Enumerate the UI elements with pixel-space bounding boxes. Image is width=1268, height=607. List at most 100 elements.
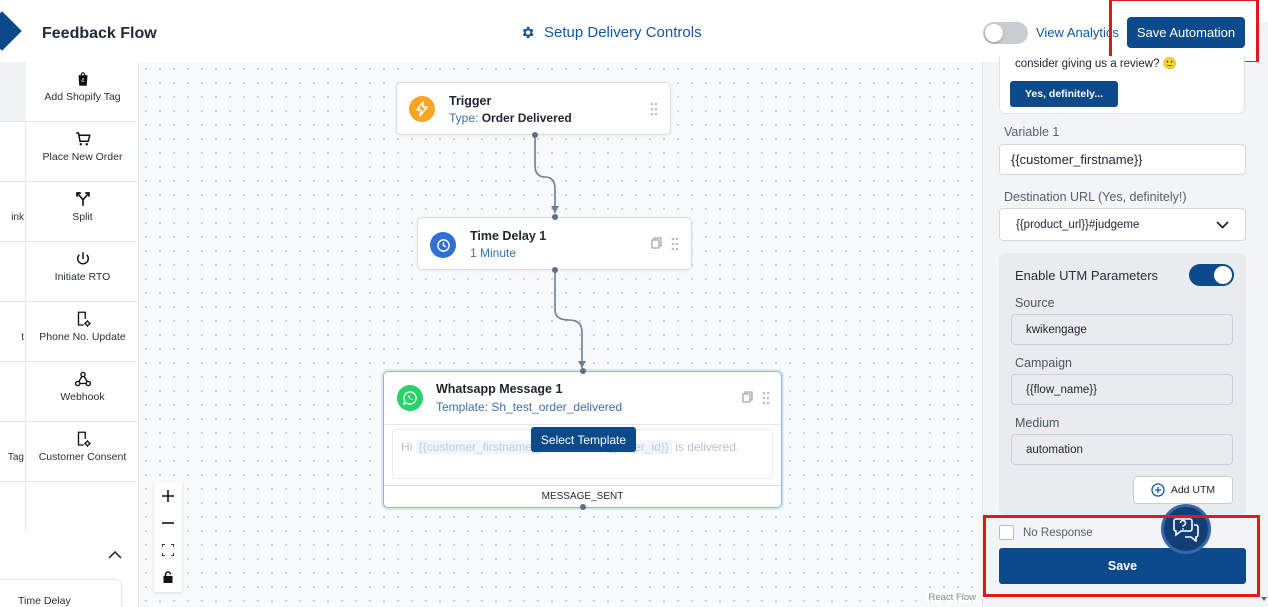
- node-palette: ink t Tag Add Shopify Tag Place New Orde…: [0, 62, 139, 607]
- setup-link-label: Setup Delivery Controls: [544, 24, 702, 41]
- react-flow-attribution[interactable]: React Flow: [926, 592, 978, 603]
- phone-settings-icon: [77, 311, 91, 327]
- palette-item-place-new-order[interactable]: Place New Order: [26, 122, 139, 182]
- preview-text: consider giving us a review? 🙂: [1015, 58, 1177, 70]
- add-utm-label: Add UTM: [1170, 484, 1216, 496]
- yes-definitely-button[interactable]: Yes, definitely...: [1010, 81, 1118, 107]
- lock-icon: [163, 570, 173, 583]
- no-response-option[interactable]: No Response: [999, 525, 1093, 540]
- copy-icon[interactable]: [651, 237, 662, 249]
- whatsapp-input-handle[interactable]: [580, 368, 586, 374]
- clock-icon: [430, 232, 456, 258]
- node-settings-panel: consider giving us a review? 🙂 Yes, defi…: [982, 22, 1268, 607]
- trigger-output-handle[interactable]: [532, 132, 538, 138]
- palette-item-initiate-rto[interactable]: Initiate RTO: [26, 242, 139, 302]
- trigger-subtitle: Type: Order Delivered: [449, 111, 572, 125]
- palette-partial-item[interactable]: [0, 482, 26, 542]
- copy-icon[interactable]: [742, 391, 753, 403]
- zoom-controls: [154, 482, 182, 592]
- utm-medium-input[interactable]: automation: [1011, 434, 1233, 465]
- chat-help-button[interactable]: [1161, 504, 1211, 554]
- palette-item-webhook[interactable]: Webhook: [26, 362, 139, 422]
- palette-empty-cell: [26, 482, 139, 542]
- time-delay-node[interactable]: Time Delay 1 1 Minute: [417, 214, 692, 273]
- palette-partial-column: ink t Tag: [0, 62, 26, 532]
- variable-1-label: Variable 1: [1004, 125, 1060, 139]
- shopify-bag-icon: [78, 72, 87, 86]
- no-response-checkbox[interactable]: [999, 525, 1014, 540]
- palette-item-time-delay[interactable]: Time Delay: [0, 579, 122, 607]
- plus-icon: [162, 489, 174, 502]
- save-button[interactable]: Save: [999, 548, 1246, 584]
- palette-item-customer-consent[interactable]: Customer Consent: [26, 422, 139, 482]
- message-sent-output: MESSAGE_SENT: [384, 485, 781, 507]
- palette-partial-item[interactable]: Tag: [0, 422, 26, 482]
- chat-question-icon: [1173, 518, 1199, 542]
- utm-medium-label: Medium: [1015, 416, 1060, 430]
- trigger-title: Trigger: [449, 94, 492, 108]
- analytics-toggle[interactable]: [983, 22, 1028, 44]
- power-icon: [76, 252, 89, 265]
- palette-partial-item[interactable]: [0, 62, 26, 122]
- divider: [384, 424, 781, 425]
- palette-item-phone-no-update[interactable]: Phone No. Update: [26, 302, 139, 362]
- whatsapp-output-handle[interactable]: [580, 504, 586, 510]
- variable-1-input[interactable]: {{customer_firstname}}: [999, 144, 1246, 175]
- select-template-button[interactable]: Select Template: [531, 427, 636, 452]
- utm-campaign-input[interactable]: {{flow_name}}: [1011, 374, 1233, 405]
- plus-circle-icon: [1151, 483, 1165, 497]
- cart-icon: [75, 132, 91, 146]
- whatsapp-icon: [397, 385, 423, 411]
- utm-parameters-section: Enable UTM Parameters Source kwikengage …: [999, 253, 1246, 515]
- arrow-head: [578, 361, 586, 368]
- palette-item-add-shopify-tag[interactable]: Add Shopify Tag: [26, 62, 139, 122]
- scroll-down-arrow[interactable]: [1261, 597, 1267, 601]
- gear-icon: [522, 26, 534, 39]
- consent-settings-icon: [77, 431, 91, 447]
- setup-delivery-controls-link[interactable]: Setup Delivery Controls: [520, 24, 702, 41]
- logo-icon[interactable]: [0, 11, 22, 51]
- whatsapp-message-node[interactable]: Whatsapp Message 1 Template: Sh_test_ord…: [383, 368, 782, 510]
- chevron-up-icon[interactable]: [108, 550, 122, 560]
- palette-partial-item[interactable]: [0, 242, 26, 302]
- add-utm-button[interactable]: Add UTM: [1133, 476, 1233, 504]
- flow-edges: [534, 134, 586, 368]
- no-response-label: No Response: [1023, 526, 1093, 539]
- save-automation-button[interactable]: Save Automation: [1127, 17, 1245, 48]
- flow-title: Feedback Flow: [42, 25, 157, 42]
- webhook-icon: [74, 371, 91, 387]
- destination-url-value: {{product_url}}#judgeme: [1016, 218, 1140, 231]
- zoom-out-button[interactable]: [154, 509, 182, 536]
- lock-button[interactable]: [154, 563, 182, 590]
- delay-title: Time Delay 1: [470, 229, 547, 243]
- whatsapp-template-label: Template: Sh_test_order_delivered: [436, 400, 623, 414]
- edge-trigger-to-delay: [534, 134, 556, 213]
- zoom-in-button[interactable]: [154, 482, 182, 509]
- edge-delay-to-whatsapp: [554, 269, 583, 368]
- drag-handle-icon[interactable]: [762, 391, 770, 405]
- delay-input-handle[interactable]: [552, 214, 558, 220]
- palette-partial-item[interactable]: t: [0, 302, 26, 362]
- trigger-node[interactable]: Trigger Type: Order Delivered: [396, 82, 671, 138]
- destination-url-label: Destination URL (Yes, definitely!): [1004, 190, 1187, 204]
- palette-partial-item[interactable]: [0, 362, 26, 422]
- flow-canvas[interactable]: Trigger Type: Order Delivered Time Delay…: [139, 62, 982, 607]
- panel-scrollbar[interactable]: [1259, 22, 1268, 607]
- utm-source-label: Source: [1015, 296, 1055, 310]
- palette-partial-item[interactable]: [0, 122, 26, 182]
- utm-title: Enable UTM Parameters: [1015, 268, 1159, 283]
- view-analytics-link[interactable]: View Analytics: [1036, 25, 1119, 40]
- fit-view-button[interactable]: [154, 536, 182, 563]
- top-header: Feedback Flow Setup Delivery Controls Vi…: [0, 0, 1268, 62]
- whatsapp-title: Whatsapp Message 1: [436, 382, 563, 396]
- utm-toggle[interactable]: [1189, 264, 1234, 286]
- drag-handle-icon[interactable]: [650, 102, 658, 116]
- utm-source-input[interactable]: kwikengage: [1011, 314, 1233, 345]
- destination-url-select[interactable]: {{product_url}}#judgeme: [999, 208, 1246, 241]
- palette-partial-item[interactable]: ink: [0, 182, 26, 242]
- delay-output-handle[interactable]: [552, 267, 558, 273]
- message-preview-card: consider giving us a review? 🙂 Yes, defi…: [999, 56, 1245, 114]
- drag-handle-icon[interactable]: [671, 237, 679, 251]
- palette-item-split[interactable]: Split: [26, 182, 139, 242]
